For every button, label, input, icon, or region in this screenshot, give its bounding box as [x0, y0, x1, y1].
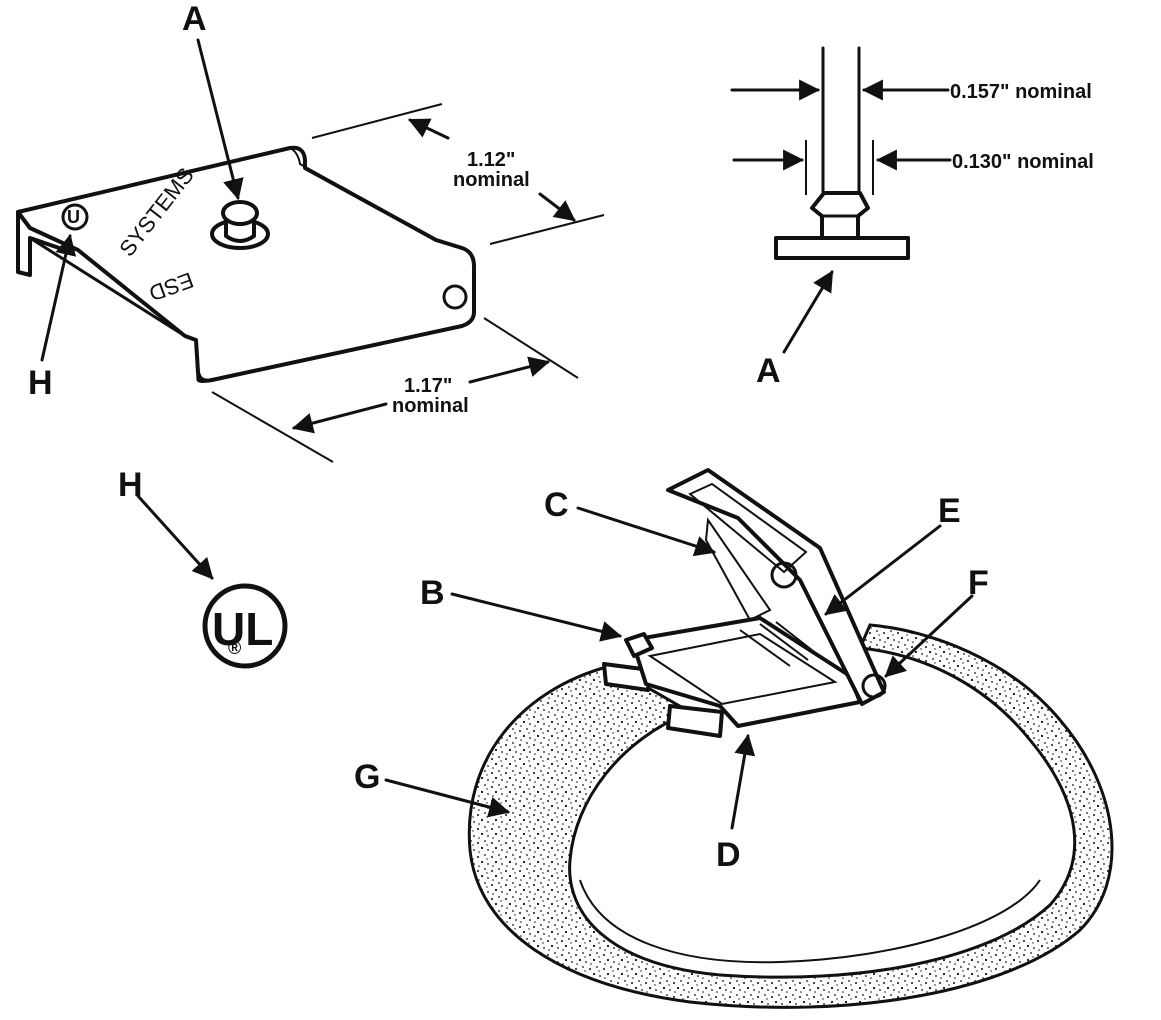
callout-a-plate-leader — [196, 38, 244, 201]
length-dimension-value: 1.17" — [404, 375, 452, 397]
buckle-b-tab — [624, 632, 654, 658]
callout-a-plate-label: A — [182, 0, 207, 38]
plate-length-dimension: 1.17" nominal — [211, 317, 579, 463]
length-dimension-unit: nominal — [392, 395, 469, 417]
callout-c-label: C — [544, 486, 569, 524]
buckle-base — [630, 616, 862, 728]
callout-h-plate-leader — [40, 233, 77, 362]
plate-notch — [289, 147, 437, 241]
svg-text:U: U — [67, 207, 80, 227]
plate-ul-engraving: U — [61, 203, 89, 231]
callout-h-plate-label: H — [28, 364, 53, 402]
band-outer — [467, 623, 1114, 1009]
callout-d-leader — [730, 733, 756, 830]
callout-e-leader — [824, 524, 942, 616]
neck-diameter-dimension: 0.130" nominal — [732, 149, 1094, 173]
callout-b-label: B — [420, 574, 445, 612]
width-dimension-unit: nominal — [453, 169, 530, 191]
plate-stud — [210, 200, 270, 250]
band-inner-edge — [579, 879, 1041, 964]
band-tab-right — [666, 704, 724, 738]
callout-a-detail-label: A — [756, 352, 781, 390]
callout-g-leader — [384, 778, 511, 818]
neck-diameter-label: 0.130" nominal — [952, 151, 1094, 173]
ul-letters: UL — [212, 603, 273, 655]
buckle-lid-rivet — [770, 561, 798, 589]
plate-front-edge — [183, 324, 464, 383]
band-buckle — [624, 468, 887, 728]
callout-h-ul-leader — [136, 494, 214, 580]
ul-registered: ® — [228, 638, 241, 658]
wrist-band — [467, 623, 1114, 1009]
callout-f-leader — [884, 594, 974, 678]
plate-side-hole — [442, 284, 468, 310]
plate-top-surface — [16, 145, 476, 383]
outer-diameter-dimension: 0.157" nominal — [730, 79, 1092, 103]
callout-d-label: D — [716, 836, 741, 874]
callout-e-label: E — [938, 492, 961, 530]
callout-b-leader — [450, 592, 623, 642]
band-tab-left — [602, 662, 652, 692]
callout-g-label: G — [354, 758, 380, 796]
snap-plate: U SYSTEMS ESD — [16, 145, 476, 383]
plate-width-dimension: 1.12" nominal — [311, 103, 605, 245]
outer-diameter-label: 0.157" nominal — [950, 81, 1092, 103]
buckle-hinge-pin — [861, 673, 887, 699]
callout-a-detail-leader — [782, 270, 834, 354]
callout-c-leader — [576, 506, 716, 557]
callout-f-label: F — [968, 564, 989, 602]
ul-listing-mark: UL ® — [202, 583, 288, 669]
width-dimension-value: 1.12" — [467, 149, 515, 171]
stud-detail — [774, 46, 910, 260]
